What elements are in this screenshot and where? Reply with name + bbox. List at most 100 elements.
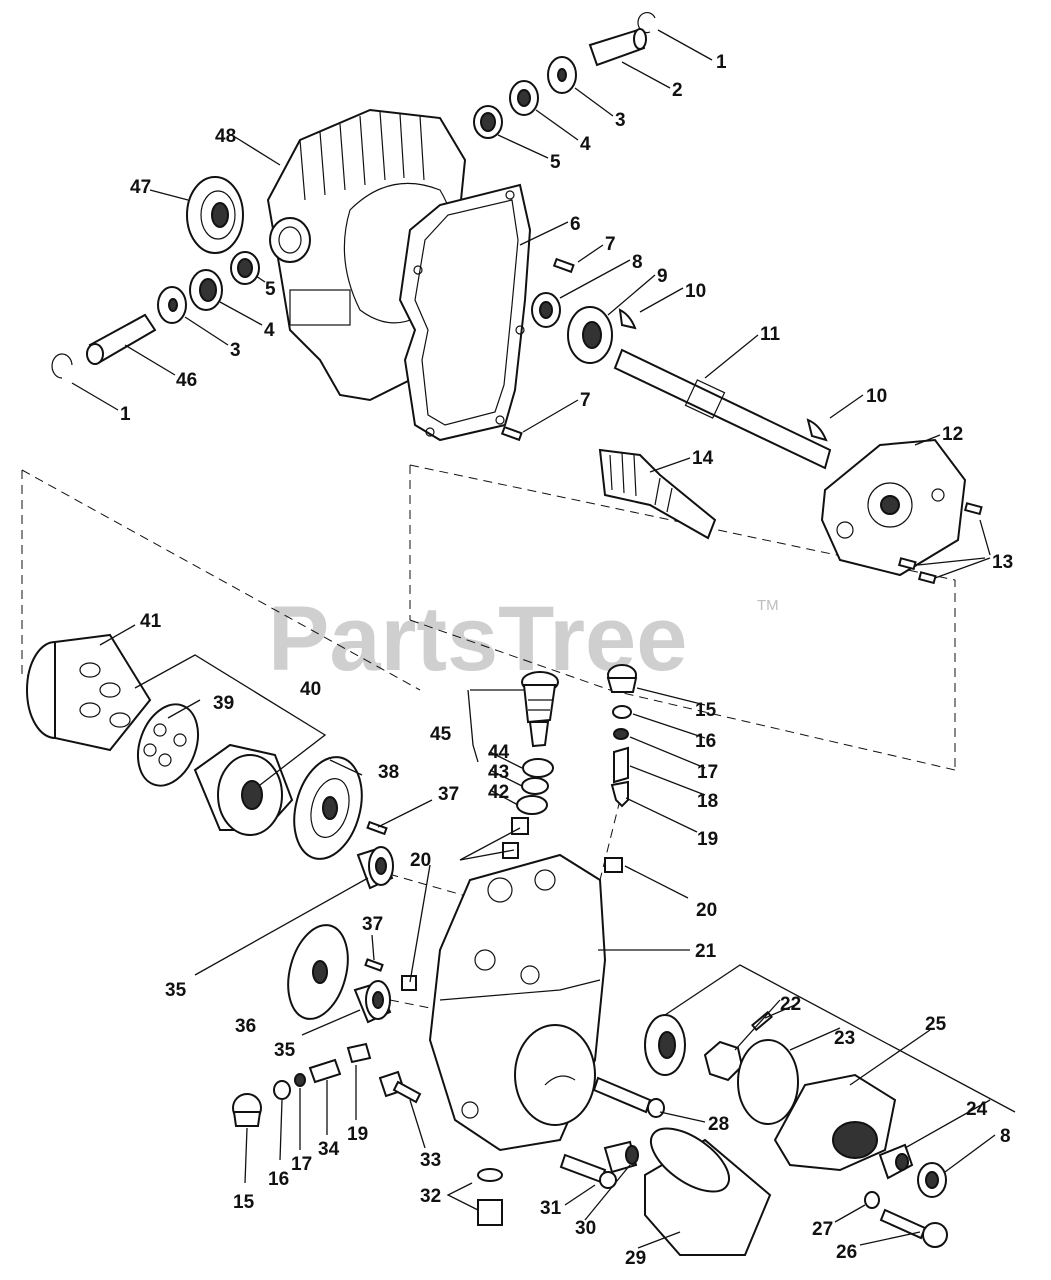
callout-2: 2 [672,80,683,101]
callout-16: 16 [695,731,716,752]
part-key-10-lower [806,418,828,442]
callout-6: 6 [570,214,581,235]
callout-19: 19 [347,1124,368,1145]
part-o-ring-42 [516,795,548,815]
part-pins-13 [897,502,983,585]
callout-5: 5 [550,152,561,173]
part-valve-19-upper [610,780,629,808]
part-bolt-31 [559,1153,617,1189]
callout-3: 3 [615,110,626,131]
callout-26: 26 [836,1242,857,1263]
callout-33: 33 [420,1150,441,1171]
part-bearing-35-lower [353,980,392,1024]
callout-11: 11 [760,324,781,345]
part-washer-17-lower [294,1073,306,1087]
callout-47: 47 [130,177,151,198]
part-shaft-2 [588,28,647,67]
callout-45: 45 [430,724,452,745]
part-washer-17-upper [613,728,629,740]
part-o-ring-16-upper [612,705,632,719]
callout-42: 42 [488,782,509,803]
callout-22: 22 [780,994,801,1015]
callout-46: 46 [176,370,197,391]
callout-4: 4 [580,134,591,155]
callout-30: 30 [575,1218,596,1239]
callout-21: 21 [695,941,717,962]
callout-20: 20 [410,850,431,871]
part-oil-filter-29 [644,1127,772,1256]
part-o-ring-16-lower [273,1080,291,1100]
callout-43: 43 [488,762,509,783]
part-shaft-46 [86,313,157,365]
part-pin-7-lower [500,425,523,442]
callout-17: 17 [697,762,718,783]
part-spring-18 [613,746,629,784]
callout-35: 35 [165,980,187,1001]
part-bearing-24 [878,1143,914,1180]
part-washer-3-upper [547,56,577,94]
part-charge-pump-housing-25 [773,1073,897,1172]
callout-8: 8 [1000,1126,1011,1147]
part-plug-20-left [401,975,417,991]
part-center-section-21 [428,853,607,1152]
callout-24: 24 [966,1099,988,1120]
callout-10: 10 [685,281,706,302]
part-thrust-plate-39 [137,703,199,787]
callout-29: 29 [625,1248,646,1269]
callout-1: 1 [120,404,131,425]
part-bolt-26 [879,1208,948,1248]
callout-14: 14 [692,448,714,469]
callout-3: 3 [230,340,241,361]
callout-31: 31 [540,1198,562,1219]
part-seal-4-upper [509,80,539,116]
callout-7: 7 [605,234,616,255]
callout-44: 44 [488,742,510,763]
callout-10: 10 [866,386,887,407]
part-bearing-9 [567,306,613,364]
part-key-10-upper [618,308,637,330]
callout-28: 28 [708,1114,729,1135]
callout-37: 37 [438,784,459,805]
callout-7: 7 [580,390,591,411]
part-needle-bearing-5-upper [473,105,503,139]
callout-12: 12 [942,424,963,445]
callout-8: 8 [632,252,643,273]
part-seal-8-lower [917,1162,947,1198]
part-o-ring-23 [737,1039,799,1125]
part-gasket [398,183,532,442]
callout-15: 15 [233,1192,255,1213]
part-bolt-33 [378,1070,422,1104]
callout-5: 5 [265,279,276,300]
part-fitting-28 [592,1076,665,1118]
part-end-cap-12 [820,438,967,577]
callout-37: 37 [362,914,383,935]
callout-13: 13 [992,552,1013,573]
part-washer-43 [521,777,549,795]
watermark: PartsTree TM [268,588,779,690]
part-pin-37-lower [364,958,384,972]
callout-39: 39 [213,693,234,714]
callout-32: 32 [420,1186,441,1207]
callout-19: 19 [697,829,718,850]
callout-25: 25 [925,1014,947,1035]
callout-40: 40 [300,679,321,700]
part-gear-shaft-14 [598,448,717,540]
part-cylinder-block-41 [26,633,152,752]
part-needle-bearing-5-lower [230,251,260,285]
part-plug-32 [477,1168,503,1226]
part-retaining-ring-1-lower [51,353,73,379]
callout-27: 27 [812,1219,833,1240]
part-gerotor-outer-ring [644,1014,686,1076]
callout-35: 35 [274,1040,296,1061]
part-plug-15-lower [232,1093,262,1127]
callout-4: 4 [264,320,275,341]
part-bearing-8-upper [531,292,561,328]
part-seal-4-lower [189,269,223,311]
callout-20: 20 [696,900,717,921]
part-bearing-35-upper [356,846,394,890]
part-shaft-11 [613,348,832,470]
part-bearing-47 [186,176,244,254]
callout-41: 41 [140,611,162,632]
callout-15: 15 [695,700,717,721]
part-washer-27 [864,1191,880,1209]
